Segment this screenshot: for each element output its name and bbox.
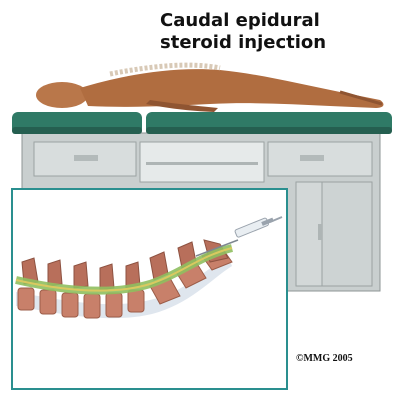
- spine-inset-panel: [11, 188, 288, 390]
- title-line-2: steroid injection: [160, 32, 327, 53]
- copyright-label: ©MMG 2005: [296, 353, 353, 364]
- patient-figure: [36, 62, 384, 112]
- illustration-title: Caudal epidural steroid injection: [160, 10, 390, 54]
- syringe-needle: [195, 216, 283, 257]
- nerve-roots: [15, 247, 233, 292]
- title-line-1: Caudal epidural: [160, 10, 320, 31]
- table-pads: [12, 112, 392, 134]
